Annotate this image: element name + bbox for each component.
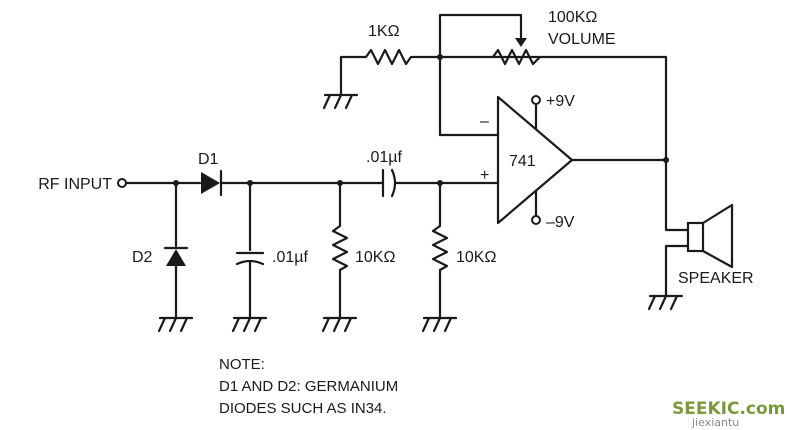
ground-cfilter-icon: [231, 316, 268, 333]
wire-pot-to-output: [544, 55, 668, 162]
r1-label: 10KΩ: [355, 249, 395, 266]
speaker-label: SPEAKER: [678, 270, 754, 287]
ground-speaker-icon: [647, 294, 684, 311]
cap-filter-label: .01µf: [272, 249, 308, 266]
watermark-logo: SEEKIC.com: [672, 399, 785, 419]
ground-r1-icon: [321, 316, 358, 333]
r-feedback-label: 1KΩ: [368, 23, 400, 40]
vplus-label: +9V: [546, 93, 575, 110]
ground-r2-icon: [421, 316, 458, 333]
rf-input-label: RF INPUT: [38, 176, 112, 193]
d1-label: D1: [198, 151, 219, 168]
r2-label: 10KΩ: [456, 249, 496, 266]
cap-coupling-label: .01µf: [366, 149, 402, 166]
diode-d2-symbol: [163, 246, 189, 266]
vplus-terminal: [531, 95, 541, 105]
rf-input-terminal: [117, 178, 127, 188]
opamp-plus-label: +: [480, 167, 489, 184]
vminus-terminal: [531, 215, 541, 225]
potentiometer-volume-symbol: [438, 13, 542, 66]
diode-d1-symbol: [201, 169, 223, 197]
note-line-part: DIODES SUCH AS IN34.: [219, 400, 387, 417]
d2-label: D2: [132, 249, 153, 266]
resistor-r2-symbol: [431, 181, 449, 320]
pot-name-label: VOLUME: [548, 31, 616, 48]
note-line-diodes: D1 AND D2: GERMANIUM: [219, 378, 398, 395]
capacitor-coupling-symbol: [381, 168, 397, 198]
resistor-r1-symbol: [331, 181, 349, 320]
ground-d2-icon: [157, 316, 194, 333]
resistor-feedback-symbol: [339, 48, 548, 97]
speaker-symbol: [686, 203, 734, 269]
opamp-label: 741: [509, 153, 536, 170]
vminus-label: –9V: [546, 214, 575, 231]
note-heading: NOTE:: [219, 356, 265, 373]
wire-speaker-top: [664, 158, 690, 232]
ground-feedback-icon: [322, 93, 359, 110]
watermark-subtext: jiexiantu: [691, 416, 739, 429]
opamp-minus-label: –: [480, 113, 489, 130]
pot-value-label: 100KΩ: [548, 9, 597, 26]
